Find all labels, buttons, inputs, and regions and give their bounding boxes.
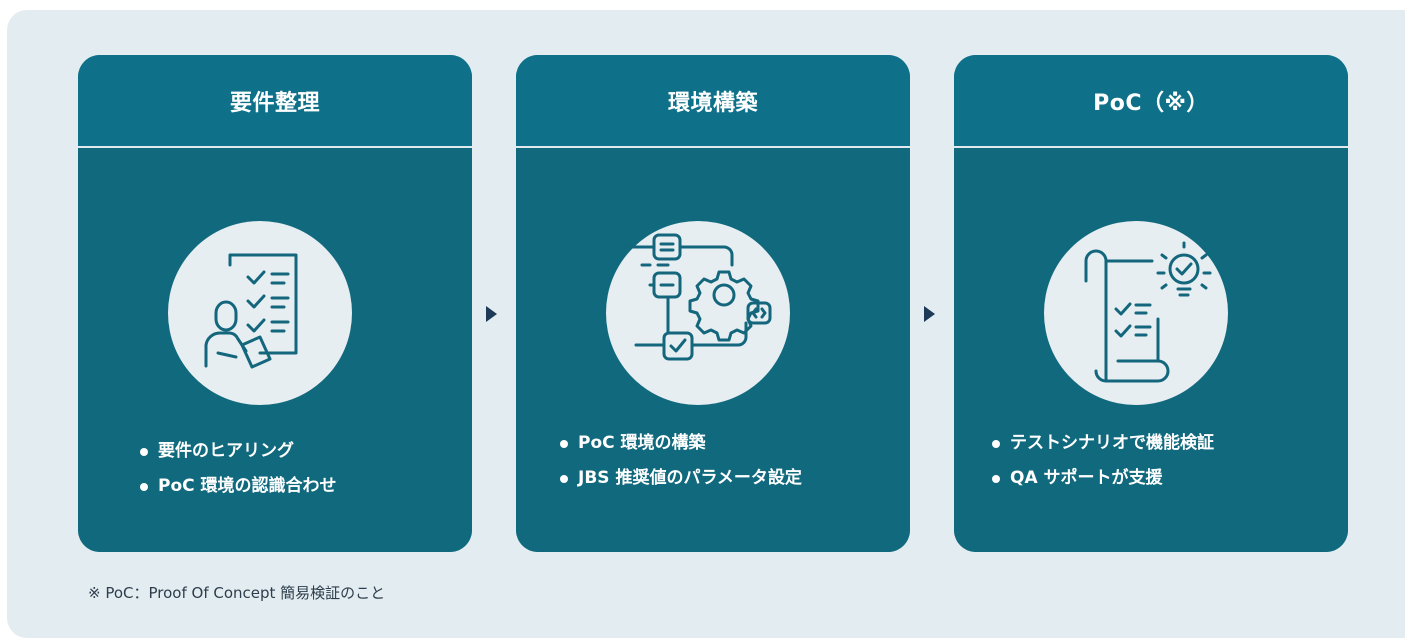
bullet-dot (992, 439, 1000, 448)
step-title: 環境構築 (516, 55, 910, 148)
step-card-environment: 環境構築 (516, 55, 910, 552)
next-arrow-icon (486, 306, 497, 322)
step-body: 要件のヒアリング PoC 環境の認識合わせ (78, 148, 472, 552)
bullet-dot (140, 482, 148, 491)
list-item: JBS 推奨値のパラメータ設定 (560, 461, 802, 496)
person-checklist-icon (168, 221, 352, 405)
bullet-dot (992, 474, 1000, 483)
gear-modules-icon (606, 221, 790, 405)
step-title: 要件整理 (78, 55, 472, 148)
list-item: PoC 環境の構築 (560, 426, 802, 461)
step-body: PoC 環境の構築 JBS 推奨値のパラメータ設定 (516, 148, 910, 552)
list-item: PoC 環境の認識合わせ (140, 469, 337, 504)
bullet-text: QA サポートが支援 (1010, 468, 1163, 488)
scroll-lightbulb-icon (1044, 221, 1228, 405)
bullet-text: JBS 推奨値のパラメータ設定 (578, 468, 802, 488)
list-item: 要件のヒアリング (140, 434, 337, 469)
step-bullet-list: 要件のヒアリング PoC 環境の認識合わせ (140, 434, 337, 504)
step-card-poc: PoC（※） テストシナリオで機能検証 Q (954, 55, 1348, 552)
list-item: QA サポートが支援 (992, 461, 1214, 496)
next-arrow-icon (924, 306, 935, 322)
step-body: テストシナリオで機能検証 QA サポートが支援 (954, 148, 1348, 552)
bullet-text: PoC 環境の認識合わせ (158, 476, 337, 496)
bullet-dot (560, 474, 568, 483)
bullet-text: PoC 環境の構築 (578, 433, 706, 453)
step-title: PoC（※） (954, 55, 1348, 148)
bullet-dot (560, 439, 568, 448)
footnote: ※ PoC：Proof Of Concept 簡易検証のこと (88, 584, 386, 602)
list-item: テストシナリオで機能検証 (992, 426, 1214, 461)
bullet-text: 要件のヒアリング (158, 441, 294, 461)
step-bullet-list: PoC 環境の構築 JBS 推奨値のパラメータ設定 (560, 426, 802, 496)
bullet-dot (140, 447, 148, 456)
step-bullet-list: テストシナリオで機能検証 QA サポートが支援 (992, 426, 1214, 496)
bullet-text: テストシナリオで機能検証 (1010, 433, 1214, 453)
step-card-requirements: 要件整理 要件のヒアリング (78, 55, 472, 552)
